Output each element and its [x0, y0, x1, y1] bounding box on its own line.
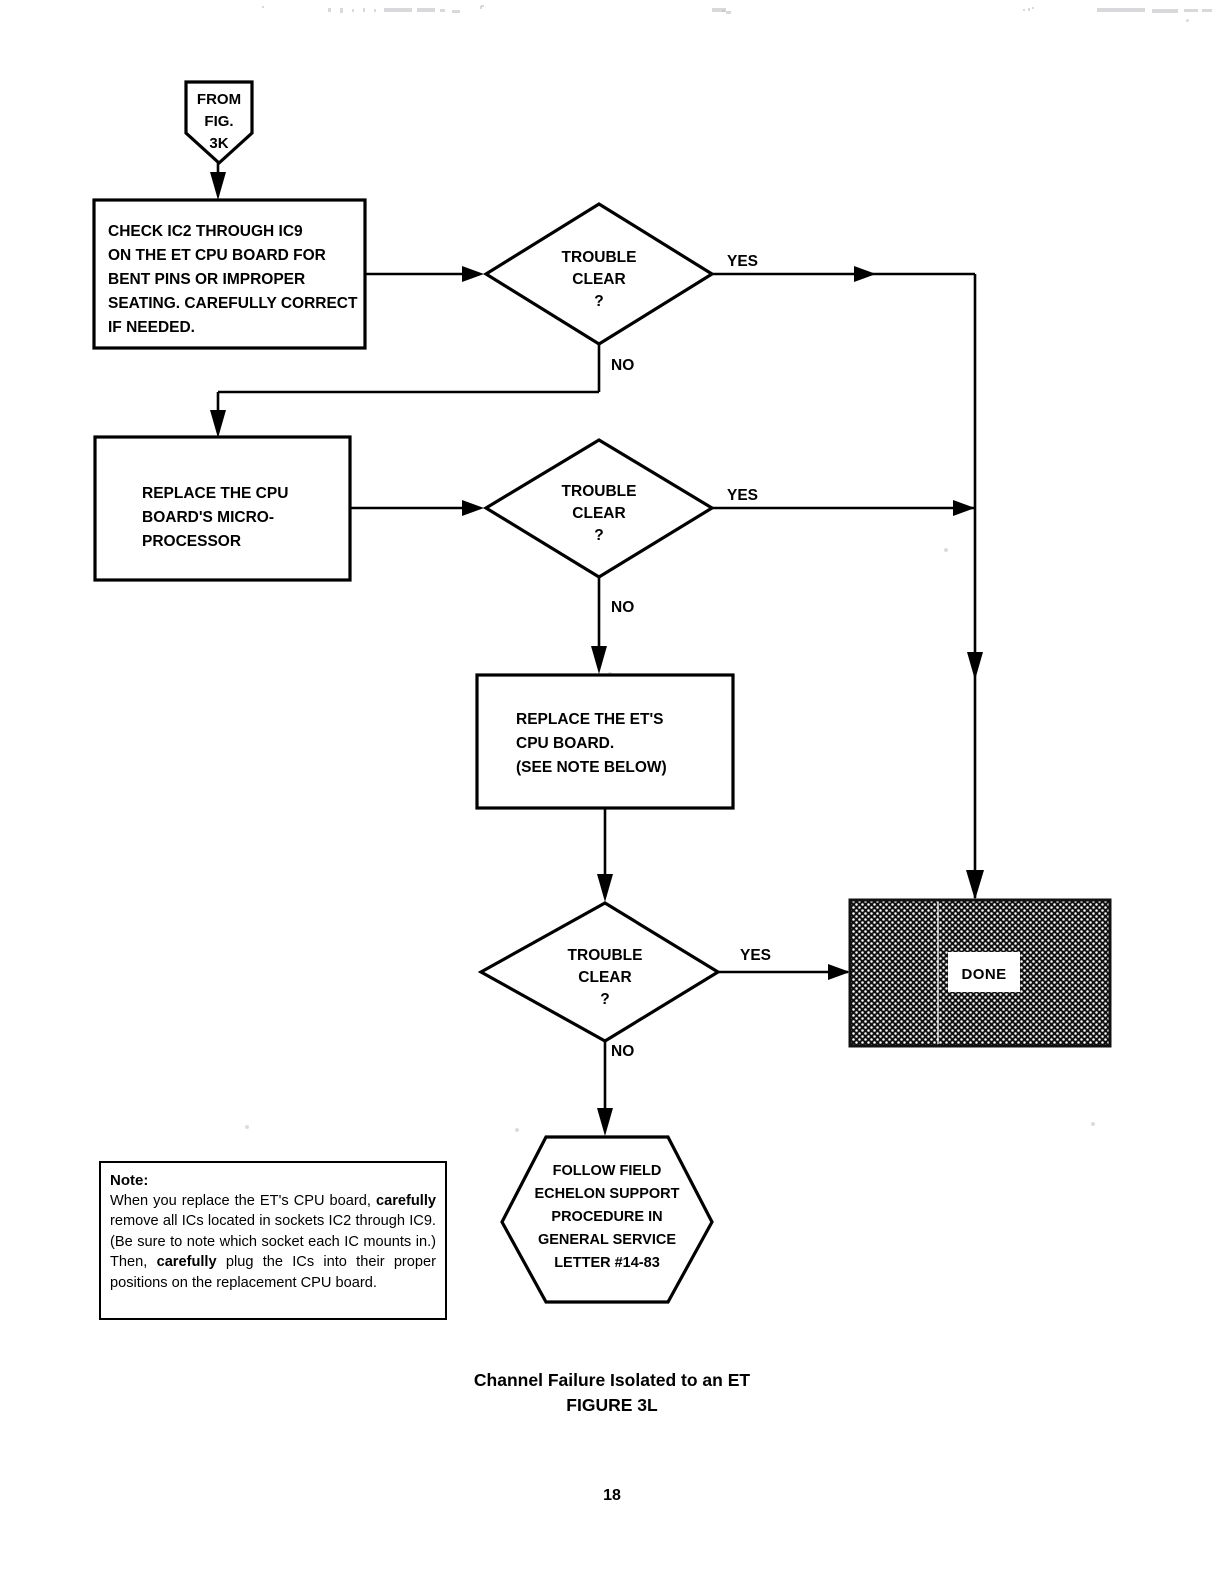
decision1-yes-label: YES — [727, 253, 758, 270]
scan-artifact — [722, 10, 725, 12]
end-terminator-line2: ECHELON SUPPORT — [534, 1186, 679, 1202]
process2-line3: PROCESSOR — [142, 533, 241, 550]
decision2-no-label: NO — [611, 599, 634, 616]
end-terminator-line5: LETTER #14-83 — [554, 1255, 660, 1271]
scan-artifact — [417, 8, 435, 12]
note-text: When you replace the ET's CPU board, — [110, 1193, 376, 1209]
connector-process3-to-decision3 — [597, 808, 613, 902]
scan-artifact — [712, 8, 726, 12]
connector-process2-to-decision2 — [350, 500, 484, 516]
process1-line2: ON THE ET CPU BOARD FOR — [108, 247, 326, 264]
note-body: When you replace the ET's CPU board, car… — [110, 1191, 436, 1293]
scan-artifact — [340, 8, 343, 13]
decision2-line2: CLEAR — [572, 505, 625, 522]
scan-artifact — [384, 8, 412, 12]
page-number: 18 — [603, 1487, 621, 1504]
connector-decision3-no — [597, 1031, 613, 1136]
scan-artifact — [1032, 7, 1034, 9]
connector-decision3-yes — [718, 964, 850, 980]
start-terminator: FROM FIG. 3K — [184, 80, 254, 166]
scan-artifact — [1091, 1122, 1095, 1126]
note-emphasis: carefully — [375, 1193, 436, 1209]
scan-artifact — [1023, 9, 1025, 11]
decision3-line3: ? — [600, 991, 609, 1008]
scan-artifact — [1152, 9, 1178, 13]
scan-artifact — [352, 9, 354, 12]
scan-artifact — [1028, 8, 1030, 11]
decision3-yes-label: YES — [740, 947, 771, 964]
scan-artifact — [440, 9, 445, 12]
connector-decision2-yes — [712, 500, 975, 516]
scan-artifact — [726, 11, 731, 14]
figure-caption: Channel Failure Isolated to an ET FIGURE… — [0, 1368, 1224, 1418]
note-text: remove all ICs located in sockets IC2 th… — [110, 1213, 436, 1271]
scan-artifact — [1184, 9, 1198, 12]
done-label: DONE — [962, 966, 1007, 983]
connector-process1-to-decision1 — [365, 266, 484, 282]
connector-right-rail-to-done — [966, 508, 984, 900]
caption-line2: FIGURE 3L — [566, 1395, 658, 1415]
scan-artifact — [944, 548, 948, 552]
process2-line2: BOARD'S MICRO- — [142, 509, 274, 526]
end-terminator-line4: GENERAL SERVICE — [538, 1232, 676, 1248]
process3-line1: REPLACE THE ET'S — [516, 711, 664, 728]
note-emphasis: carefully — [156, 1254, 217, 1271]
scan-artifact — [363, 8, 365, 12]
note-box: Note: When you replace the ET's CPU boar… — [99, 1161, 447, 1320]
process-box-replace-cpu-board: REPLACE THE ET'S CPU BOARD. (SEE NOTE BE… — [475, 673, 735, 810]
decision3-no-label: NO — [611, 1043, 634, 1060]
process1-line5: IF NEEDED. — [108, 319, 195, 336]
connector-decision2-no — [591, 567, 607, 674]
scan-artifact — [515, 1128, 519, 1132]
process1-line3: BENT PINS OR IMPROPER — [108, 271, 305, 288]
decision2-line3: ? — [594, 527, 603, 544]
caption-line1: Channel Failure Isolated to an ET — [473, 1370, 751, 1390]
note-title: Note: — [110, 1172, 149, 1189]
scan-artifact — [452, 10, 460, 13]
process1-line4: SEATING. CAREFULLY CORRECT — [108, 295, 358, 312]
scan-artifact — [1186, 19, 1189, 22]
process-box-replace-microprocessor: REPLACE THE CPU BOARD'S MICRO- PROCESSOR — [93, 435, 352, 582]
decision2-yes-label: YES — [727, 487, 758, 504]
start-terminator-line3: 3K — [209, 135, 228, 152]
note-text: plug the ICs into their proper positions… — [110, 1254, 437, 1291]
scan-artifact — [262, 6, 264, 8]
decision3-line2: CLEAR — [578, 969, 631, 986]
end-terminator-line1: FOLLOW FIELD — [553, 1163, 662, 1179]
start-terminator-line2: FIG. — [204, 113, 233, 130]
process1-line1: CHECK IC2 THROUGH IC9 — [108, 223, 303, 240]
decision-diamond-trouble-clear-1: TROUBLE CLEAR ? YES NO — [482, 202, 758, 374]
process-box-check-ics: CHECK IC2 THROUGH IC9 ON THE ET CPU BOAR… — [92, 198, 367, 350]
decision3-line1: TROUBLE — [568, 947, 643, 964]
decision1-no-label: NO — [611, 357, 634, 374]
scan-artifact — [1202, 9, 1212, 12]
decision-diamond-trouble-clear-3: TROUBLE CLEAR ? YES NO — [477, 901, 771, 1060]
scan-artifact — [1097, 8, 1145, 12]
done-terminator: DONE — [848, 898, 1112, 1048]
connector-start-to-process1 — [210, 162, 226, 200]
scan-artifact — [480, 6, 482, 9]
scan-artifact — [374, 9, 376, 12]
decision1-line1: TROUBLE — [562, 249, 637, 266]
process3-line3: (SEE NOTE BELOW) — [516, 759, 667, 776]
scan-artifact — [328, 8, 331, 12]
scan-artifact — [481, 5, 484, 7]
decision-diamond-trouble-clear-2: TROUBLE CLEAR ? YES NO — [482, 438, 758, 616]
process3-line2: CPU BOARD. — [516, 735, 614, 752]
scan-artifact — [245, 1125, 249, 1129]
connector-decision1-yes — [712, 266, 977, 508]
decision2-line1: TROUBLE — [562, 483, 637, 500]
start-terminator-line1: FROM — [197, 91, 241, 108]
decision1-line2: CLEAR — [572, 271, 625, 288]
end-terminator-hexagon: FOLLOW FIELD ECHELON SUPPORT PROCEDURE I… — [500, 1135, 714, 1304]
process2-line1: REPLACE THE CPU — [142, 485, 288, 502]
decision1-line3: ? — [594, 293, 603, 310]
end-terminator-line3: PROCEDURE IN — [551, 1209, 662, 1225]
